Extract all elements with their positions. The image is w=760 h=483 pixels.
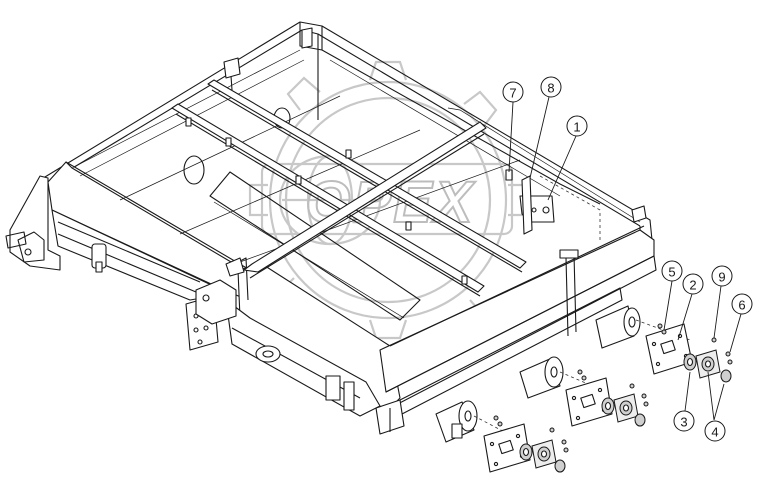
washer-item-6 <box>725 351 731 357</box>
tensioner-plate <box>505 169 555 235</box>
callout-8-label: 8 <box>547 81 554 96</box>
shaft-assembly-3 <box>435 400 569 473</box>
shaft-assembly-2 <box>519 356 649 427</box>
callout-2: 2 <box>682 273 704 295</box>
callout-6-label: 6 <box>738 298 745 313</box>
left-port-hole <box>183 155 205 185</box>
lock-collar-item-4 <box>720 369 732 383</box>
nut-item-9 <box>711 337 717 343</box>
callout-8: 8 <box>540 76 562 98</box>
callout-4-label: 4 <box>711 425 718 440</box>
callout-9-label: 9 <box>718 270 725 285</box>
callout-5-label: 5 <box>668 265 675 280</box>
callout-leaders <box>508 96 742 421</box>
guide-rail-lower <box>171 103 485 293</box>
callout-2-label: 2 <box>689 278 696 293</box>
screw-item-5 <box>661 329 667 335</box>
shaft-assembly-1 <box>595 305 733 383</box>
front-motor-mount <box>255 345 281 363</box>
callout-3-label: 3 <box>680 415 687 430</box>
flange-plate-3 <box>483 423 531 473</box>
flange-plate-2 <box>565 377 613 427</box>
callout-4: 4 <box>704 420 726 442</box>
callout-7: 7 <box>502 81 524 103</box>
callout-3: 3 <box>673 410 695 432</box>
guide-rails <box>171 79 527 297</box>
callout-5: 5 <box>661 260 683 282</box>
guide-rail-upper <box>207 79 527 269</box>
callout-7-label: 7 <box>509 86 516 101</box>
cross-bar <box>243 121 487 273</box>
callout-9: 9 <box>711 265 733 287</box>
callout-6: 6 <box>731 293 753 315</box>
shaft-assemblies <box>435 305 733 473</box>
callout-1-label: 1 <box>573 120 580 135</box>
frame-body <box>5 21 657 435</box>
callout-1: 1 <box>566 115 588 137</box>
